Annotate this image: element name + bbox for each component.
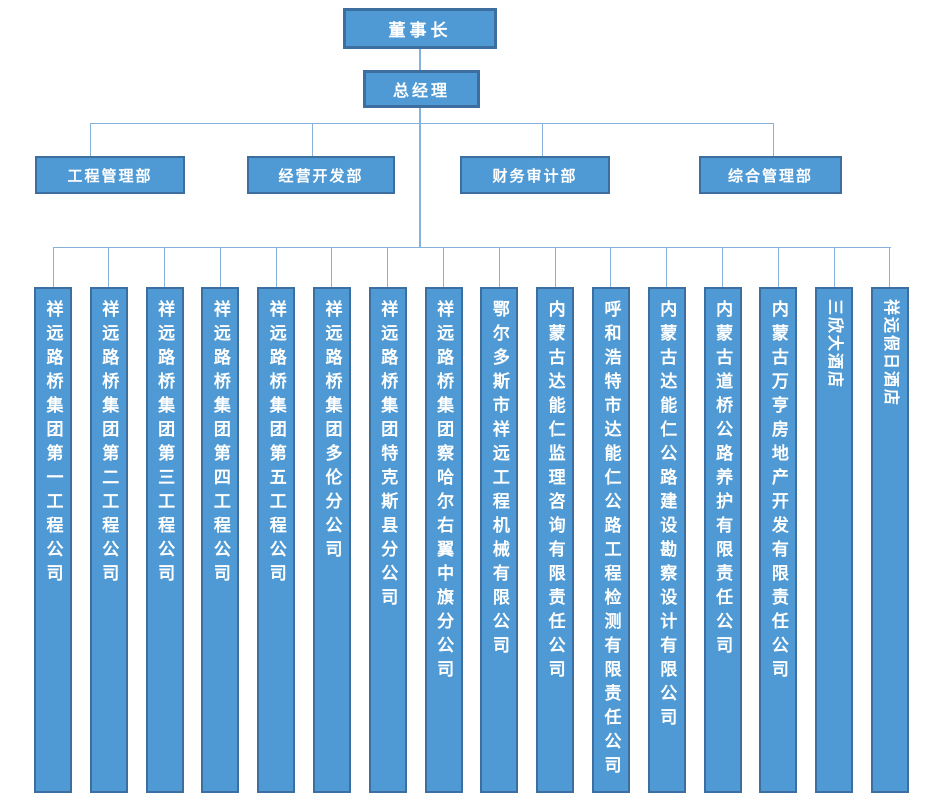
node-subsidiary-14: 内蒙古万亨房地产开发有限责任公司	[759, 247, 798, 793]
connector-drop-dept-2	[312, 123, 313, 157]
node-subsidiary-16: 祥远假日酒店	[870, 247, 909, 793]
subsidiary-label: 祥远路桥集团特克斯县分公司	[378, 300, 398, 612]
subsidiary-label: 内蒙古万亨房地产开发有限责任公司	[768, 300, 788, 684]
node-subsidiary-8: 祥远路桥集团察哈尔右翼中旗分公司	[424, 247, 463, 793]
node-subsidiary-13: 内蒙古道桥公路养护有限责任公司	[703, 247, 742, 793]
subsidiary-label: 祥远假日酒店	[881, 299, 899, 408]
connector-gm-trunk	[419, 108, 421, 247]
node-subsidiary-5: 祥远路桥集团第五工程公司	[257, 247, 296, 793]
connector-drop-dept-3	[542, 123, 543, 157]
node-subsidiary-7: 祥远路桥集团特克斯县分公司	[368, 247, 407, 793]
subsidiary-label: 祥远路桥集团第一工程公司	[43, 300, 63, 588]
connector-drop	[164, 247, 166, 287]
subsidiary-label: 祥远路桥集团察哈尔右翼中旗分公司	[434, 300, 454, 684]
connector-drop	[219, 247, 221, 287]
node-dept-general-administration: 综合管理部	[699, 156, 842, 194]
subsidiary-label: 祥远路桥集团第二工程公司	[99, 300, 119, 588]
dept-label: 财务审计部	[492, 167, 578, 185]
connector-dept-bus	[90, 123, 774, 124]
node-subsidiary-1: 祥远路桥集团第一工程公司	[34, 247, 72, 793]
node-subsidiary-11: 呼和浩特市达能仁公路工程检测有限责任公司	[591, 247, 630, 793]
connector-drop	[666, 247, 668, 287]
subsidiary-label: 祥远路桥集团第三工程公司	[155, 300, 175, 588]
node-dept-finance-audit: 财务审计部	[460, 156, 610, 194]
connector-drop	[889, 247, 891, 287]
node-subsidiary-2: 祥远路桥集团第二工程公司	[89, 247, 128, 793]
connector-drop	[443, 247, 445, 287]
node-dept-engineering-management: 工程管理部	[35, 156, 185, 194]
node-dept-business-development: 经营开发部	[247, 156, 395, 194]
node-chairman: 董事长	[343, 8, 497, 49]
subsidiary-label: 内蒙古道桥公路养护有限责任公司	[713, 300, 733, 660]
subsidiary-label: 内蒙古达能仁公路建设勘察设计有限公司	[657, 300, 677, 732]
connector-drop	[610, 247, 612, 287]
node-subsidiary-4: 祥远路桥集团第四工程公司	[201, 247, 240, 793]
connector-drop	[833, 247, 835, 287]
connector-chairman-gm	[419, 49, 421, 70]
connector-subsidiary-bus	[53, 247, 891, 248]
connector-drop	[498, 247, 500, 287]
node-subsidiary-10: 内蒙古达能仁监理咨询有限责任公司	[536, 247, 575, 793]
node-general-manager: 总经理	[363, 70, 480, 108]
subsidiary-label: 呼和浩特市达能仁公路工程检测有限责任公司	[601, 300, 621, 780]
connector-drop	[722, 247, 724, 287]
subsidiary-label: 祥远路桥集团多伦分公司	[322, 300, 342, 564]
connector-drop	[52, 247, 54, 287]
dept-label: 综合管理部	[727, 167, 813, 185]
subsidiary-label: 内蒙古达能仁监理咨询有限责任公司	[545, 300, 565, 684]
subsidiary-label: 鄂尔多斯市祥远工程机械有限公司	[489, 300, 509, 660]
node-subsidiary-12: 内蒙古达能仁公路建设勘察设计有限公司	[647, 247, 686, 793]
subsidiary-row: 祥远路桥集团第一工程公司 祥远路桥集团第二工程公司 祥远路桥集团第三工程公司 祥…	[34, 247, 909, 793]
connector-drop	[777, 247, 779, 287]
connector-drop	[387, 247, 389, 287]
dept-label: 经营开发部	[278, 167, 364, 185]
node-general-manager-label: 总经理	[392, 83, 450, 100]
subsidiary-label: 祥远路桥集团第五工程公司	[266, 300, 286, 588]
node-subsidiary-9: 鄂尔多斯市祥远工程机械有限公司	[480, 247, 519, 793]
node-chairman-label: 董事长	[388, 21, 452, 40]
node-subsidiary-6: 祥远路桥集团多伦分公司	[312, 247, 351, 793]
connector-drop	[554, 247, 556, 287]
connector-drop	[108, 247, 110, 287]
subsidiary-label: 祥远路桥集团第四工程公司	[210, 300, 230, 588]
dept-label: 工程管理部	[67, 167, 153, 185]
connector-drop-dept-4	[773, 123, 774, 157]
node-subsidiary-3: 祥远路桥集团第三工程公司	[145, 247, 184, 793]
connector-drop	[331, 247, 333, 287]
connector-drop	[275, 247, 277, 287]
subsidiary-label: 三欣大酒店	[826, 299, 844, 390]
node-subsidiary-15: 三欣大酒店	[815, 247, 854, 793]
connector-drop-dept-1	[90, 123, 91, 157]
